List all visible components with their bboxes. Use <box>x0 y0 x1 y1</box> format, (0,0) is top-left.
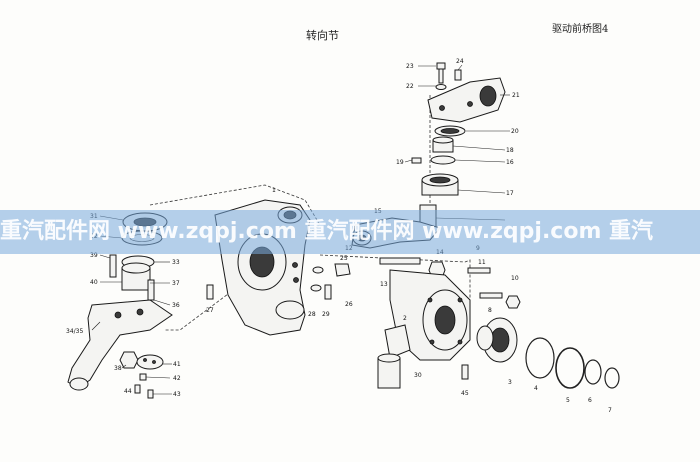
part-26-bolt <box>324 284 332 300</box>
assembly-guide-left <box>149 184 321 331</box>
part-42-bolt <box>139 373 147 381</box>
part-19-pin <box>411 157 422 164</box>
sheet-label: 驱动前桥图4 <box>552 24 609 35</box>
part-23-bolt <box>436 62 446 84</box>
part-8-stud <box>479 292 503 299</box>
watermark-text: 重汽配件网 www.zqpj.com 重汽配件网 www.zqpj.com 重汽 <box>0 219 654 244</box>
part-11-stud <box>467 267 491 274</box>
part-13-bolt <box>379 257 421 265</box>
callout-28: 28 <box>308 311 316 318</box>
callout-2: 2 <box>403 315 407 322</box>
part-44-bolt <box>134 384 141 394</box>
callout-13: 13 <box>380 281 388 288</box>
part-43-screw <box>147 389 154 399</box>
callout-20: 20 <box>511 128 519 135</box>
callout-18: 18 <box>506 147 514 154</box>
part-22-washer <box>435 84 447 90</box>
part-20-shim-hole <box>440 128 460 134</box>
callout-21: 21 <box>512 92 520 99</box>
part-25-fitting <box>334 263 351 277</box>
page-title: 转向节 <box>306 29 339 42</box>
part-45-pin <box>461 364 469 380</box>
part-ring-a <box>525 337 555 379</box>
part-10-nut <box>505 295 521 309</box>
part-38-nut <box>119 351 139 369</box>
callout-11: 11 <box>478 259 486 266</box>
callout-5: 5 <box>566 397 570 404</box>
callout-34-35: 34/35 <box>66 328 83 335</box>
callout-36: 36 <box>172 302 180 309</box>
callout-40: 40 <box>90 279 98 286</box>
callout-22: 22 <box>406 83 414 90</box>
callout-17: 17 <box>506 190 514 197</box>
callout-8: 8 <box>488 307 492 314</box>
part-6-ring <box>584 359 602 385</box>
callout-30: 30 <box>414 372 422 379</box>
part-39-stud <box>109 254 117 278</box>
callout-6: 6 <box>588 397 592 404</box>
callout-10: 10 <box>511 275 519 282</box>
part-7-ring <box>604 367 620 389</box>
part-2-spindle <box>384 269 471 361</box>
callout-37: 37 <box>172 280 180 287</box>
callout-42: 42 <box>173 375 181 382</box>
part-27-pin <box>206 284 214 300</box>
callout-45: 45 <box>461 390 469 397</box>
part-16-seal <box>430 155 456 165</box>
callout-26: 26 <box>345 301 353 308</box>
callout-7: 7 <box>608 407 612 414</box>
callout-44: 44 <box>124 388 132 395</box>
callout-43: 43 <box>173 391 181 398</box>
callout-29: 29 <box>322 311 330 318</box>
part-4-seal <box>476 325 494 351</box>
callout-38: 38 <box>114 365 122 372</box>
part-29-washer <box>312 266 324 274</box>
watermark-band <box>0 210 700 254</box>
part-21-cap <box>427 77 506 123</box>
callout-25: 25 <box>340 255 348 262</box>
part-5-snap-ring <box>555 347 585 389</box>
part-24-nipple <box>454 69 462 81</box>
part-36-stud <box>147 279 155 301</box>
callout-19: 19 <box>396 159 404 166</box>
callout-27: 27 <box>206 307 214 314</box>
callout-39: 39 <box>90 252 98 259</box>
part-34-35-steering-arm <box>67 299 173 389</box>
callout-4: 4 <box>534 385 538 392</box>
callout-41: 41 <box>173 361 181 368</box>
callout-33: 33 <box>172 259 180 266</box>
callout-23: 23 <box>406 63 414 70</box>
part-41-plate <box>136 354 164 370</box>
callout-3: 3 <box>508 379 512 386</box>
callout-16: 16 <box>506 159 514 166</box>
callout-24: 24 <box>456 58 464 65</box>
callout-1: 1 <box>272 187 276 194</box>
part-28-washer <box>310 284 322 292</box>
